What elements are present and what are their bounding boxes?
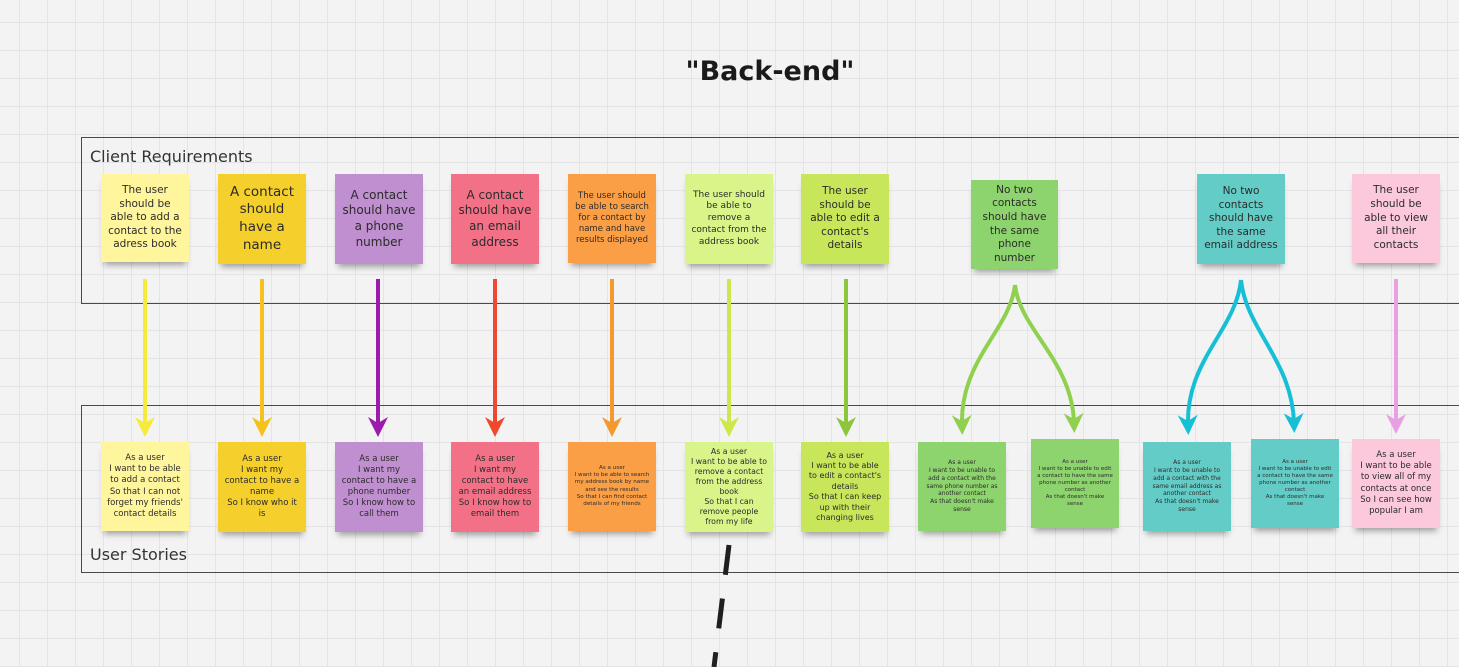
story-text: As a user I want to be able to search my…	[574, 464, 650, 508]
client-requirements-label: Client Requirements	[90, 147, 253, 166]
requirement-note-5[interactable]: The user should be able to search for a …	[568, 174, 656, 263]
arrow-req8-story9[interactable]	[1013, 284, 1084, 433]
story-note-1[interactable]: As a user I want to be able to add a con…	[101, 442, 189, 531]
story-note-7[interactable]: As a user I want to be able to edit a co…	[801, 442, 889, 532]
story-note-11[interactable]: As a user I want to be unable to edit a …	[1251, 439, 1339, 528]
user-stories-label: User Stories	[90, 545, 187, 564]
requirement-note-2[interactable]: A contact should have a name	[218, 174, 306, 264]
story-note-8[interactable]: As a user I want to be unable to add a c…	[918, 442, 1006, 531]
requirement-text: No two contacts should have the same ema…	[1204, 184, 1278, 252]
story-note-10[interactable]: As a user I want to be unable to add a c…	[1143, 442, 1231, 531]
arrow-req9-story11[interactable]	[1239, 279, 1304, 433]
story-note-5[interactable]: As a user I want to be able to search my…	[568, 442, 656, 531]
requirement-note-10[interactable]: The user should be able to view all thei…	[1352, 174, 1440, 263]
story-text: As a user I want to be able to view all …	[1360, 450, 1432, 516]
requirement-note-6[interactable]: The user should be able to remove a cont…	[685, 174, 773, 264]
board-title: "Back-end"	[685, 56, 855, 87]
story-text: As a user I want my contact to have a ph…	[341, 453, 417, 520]
requirement-text: No two contacts should have the same pho…	[982, 183, 1047, 264]
requirement-text: A contact should have a name	[229, 183, 295, 253]
story-text: As a user I want to be able to add a con…	[107, 453, 183, 519]
story-text: As a user I want to be unable to add a c…	[1152, 459, 1222, 513]
requirement-note-3[interactable]: A contact should have a phone number	[335, 174, 423, 264]
story-text: As a user I want to be unable to add a c…	[926, 459, 998, 513]
requirement-text: The user should be able to search for a …	[575, 190, 649, 246]
requirement-text: The user should be able to add a contact…	[108, 183, 182, 251]
story-text: As a user I want to be unable to edit a …	[1037, 458, 1113, 508]
user-stories-frame[interactable]	[81, 405, 1459, 573]
story-text: As a user I want to be able to remove a …	[691, 446, 767, 527]
requirement-text: The user should be able to edit a contac…	[810, 184, 880, 252]
requirement-text: A contact should have a phone number	[342, 187, 416, 249]
client-requirements-frame[interactable]	[81, 137, 1459, 304]
story-note-3[interactable]: As a user I want my contact to have a ph…	[335, 442, 423, 532]
requirement-text: The user should be able to view all thei…	[1364, 184, 1428, 251]
story-text: As a user I want to be able to edit a co…	[808, 450, 882, 522]
story-text: As a user I want my contact to have an e…	[458, 453, 532, 520]
story-note-2[interactable]: As a user I want my contact to have a na…	[218, 442, 306, 532]
story-note-12[interactable]: As a user I want to be able to view all …	[1352, 439, 1440, 528]
requirement-note-1[interactable]: The user should be able to add a contact…	[101, 174, 189, 262]
story-note-6[interactable]: As a user I want to be able to remove a …	[685, 442, 773, 532]
story-note-4[interactable]: As a user I want my contact to have an e…	[451, 442, 539, 532]
requirement-note-8[interactable]: No two contacts should have the same pho…	[971, 180, 1058, 269]
arrow-req9-story10[interactable]	[1177, 279, 1243, 435]
requirement-note-4[interactable]: A contact should have an email address	[451, 174, 539, 264]
story-text: As a user I want my contact to have a na…	[224, 453, 300, 520]
requirement-note-9[interactable]: No two contacts should have the same ema…	[1197, 174, 1285, 264]
story-text: As a user I want to be unable to edit a …	[1257, 458, 1333, 508]
requirement-text: The user should be able to remove a cont…	[691, 189, 767, 247]
dashed-connector[interactable]	[711, 544, 732, 667]
story-note-9[interactable]: As a user I want to be unable to edit a …	[1031, 439, 1119, 528]
requirement-text: A contact should have an email address	[458, 187, 532, 249]
arrow-req8-story8[interactable]	[951, 284, 1017, 435]
requirement-note-7[interactable]: The user should be able to edit a contac…	[801, 174, 889, 264]
